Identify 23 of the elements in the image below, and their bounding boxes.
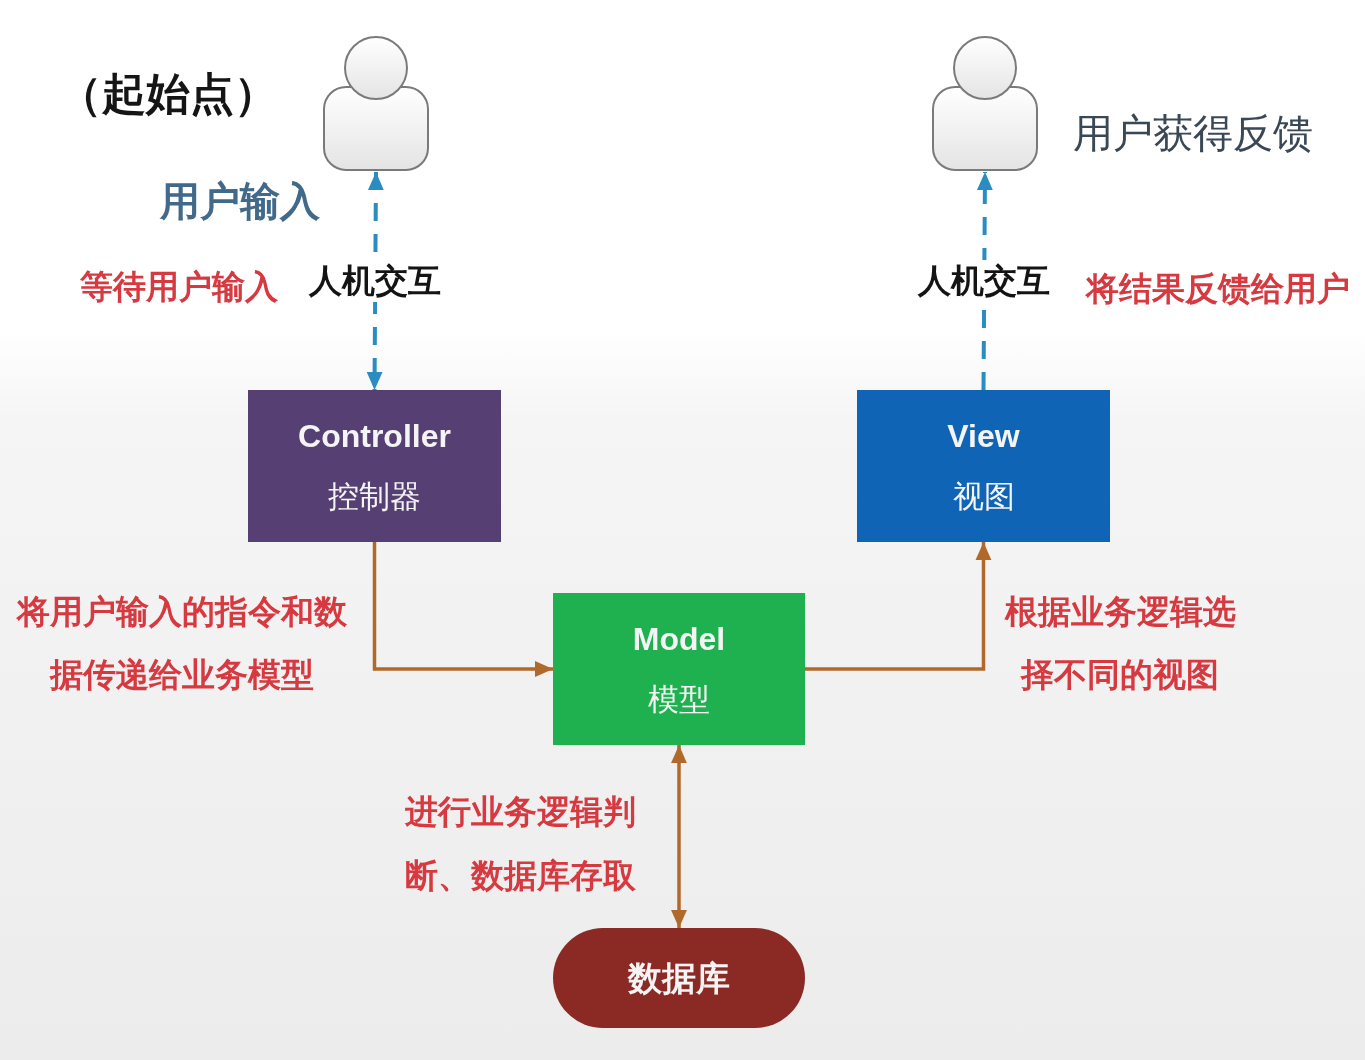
node-title: Model [632,620,726,658]
node-caption: （起始点） [58,67,278,121]
node-label: 控制器 [328,477,421,515]
annotation-text: 将用户输入的指令和数据传递给业务模型 [15,591,348,696]
annotation-text: 等待用户输入 [80,266,278,308]
process-box [857,390,1110,542]
node-caption: 用户获得反馈 [1073,109,1313,158]
arrow [805,542,992,671]
node-label: 视图 [952,477,1015,515]
node-label: 数据库 [628,958,730,998]
node-title: Controller [298,417,451,455]
arrow [372,542,553,677]
person-icon [931,35,1039,172]
process-box [553,593,805,745]
annotation-text: 根据业务逻辑选择不同的视图 [1003,591,1237,696]
node-title: View [947,417,1020,455]
person-icon [322,35,430,172]
node-label: 模型 [648,680,710,718]
annotation-text: 将结果反馈给用户 [1086,268,1350,310]
arrow [671,745,687,928]
process-box [248,390,501,542]
annotation-text: 进行业务逻辑判断、数据库存取 [405,791,637,897]
annotation-text: 用户输入 [160,177,320,226]
